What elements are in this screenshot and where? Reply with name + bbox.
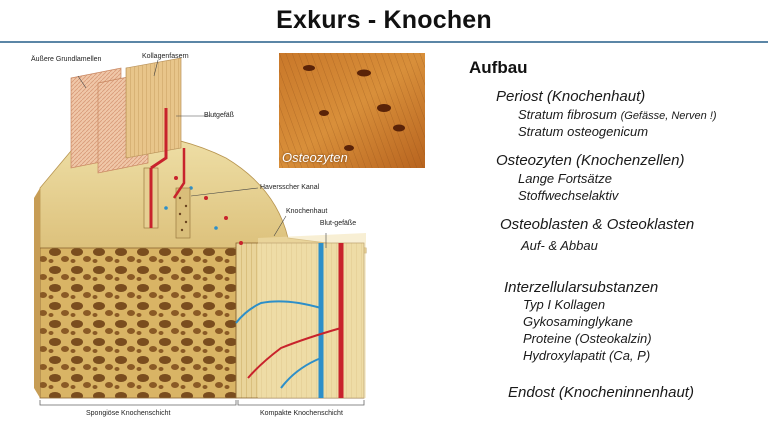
osteoblasten-title: Osteoblasten & Osteoklasten	[500, 216, 695, 233]
periost-item-2: Stratum osteogenicum	[518, 124, 649, 139]
interzellular-item-4: Hydroxylapatit (Ca, P)	[523, 348, 651, 363]
interzellular-item-1: Typ I Kollagen	[523, 297, 606, 312]
interzellular-item-2: Gykosaminglykane	[523, 314, 633, 329]
bone-illustration	[34, 57, 367, 406]
slide-title: Exkurs - Knochen	[276, 6, 492, 34]
periost-item-1-note: (Gefässe, Nerven !)	[620, 110, 717, 122]
micrograph-image	[279, 53, 425, 168]
micrograph-caption: Osteozyten	[282, 150, 348, 165]
osteoblasten-item-1: Auf- & Abbau	[521, 238, 598, 253]
periost-item-1-main: Stratum fibrosum	[518, 107, 621, 122]
interzellular-title: Interzellularsubstanzen	[504, 279, 659, 296]
label-haversscher-kanal: Haversscher Kanal	[260, 184, 320, 191]
bone-diagram: Äußere Grundlamellen Kollagenfasern Blut…	[26, 48, 378, 428]
interzellular-item-3: Proteine (Osteokalzin)	[523, 331, 652, 346]
periost-item-1: Stratum fibrosum (Gefässe, Nerven !)	[518, 107, 717, 122]
label-spongioese: Spongiöse Knochenschicht	[86, 410, 171, 417]
label-blutgefaesse: Blut-gefäße	[319, 220, 357, 227]
label-aussere-grundlamellen: Äußere Grundlamellen	[31, 56, 102, 63]
label-knochenhaut: Knochenhaut	[286, 208, 328, 215]
osteozyten-item-1: Lange Fortsätze	[518, 171, 612, 186]
section-heading: Aufbau	[469, 58, 528, 77]
periost-title: Periost (Knochenhaut)	[496, 88, 646, 105]
label-kollagenfasern: Kollagenfasern	[142, 53, 189, 60]
osteocyte-micrograph	[279, 53, 425, 168]
label-blutgefaess: Blutgefäß	[204, 112, 234, 119]
label-kompakte: Kompakte Knochenschicht	[260, 410, 343, 417]
title-divider	[0, 41, 768, 43]
osteozyten-title: Osteozyten (Knochenzellen)	[496, 152, 685, 169]
endost-title: Endost (Knocheninnenhaut)	[508, 384, 694, 401]
osteozyten-item-2: Stoffwechselaktiv	[518, 188, 619, 203]
